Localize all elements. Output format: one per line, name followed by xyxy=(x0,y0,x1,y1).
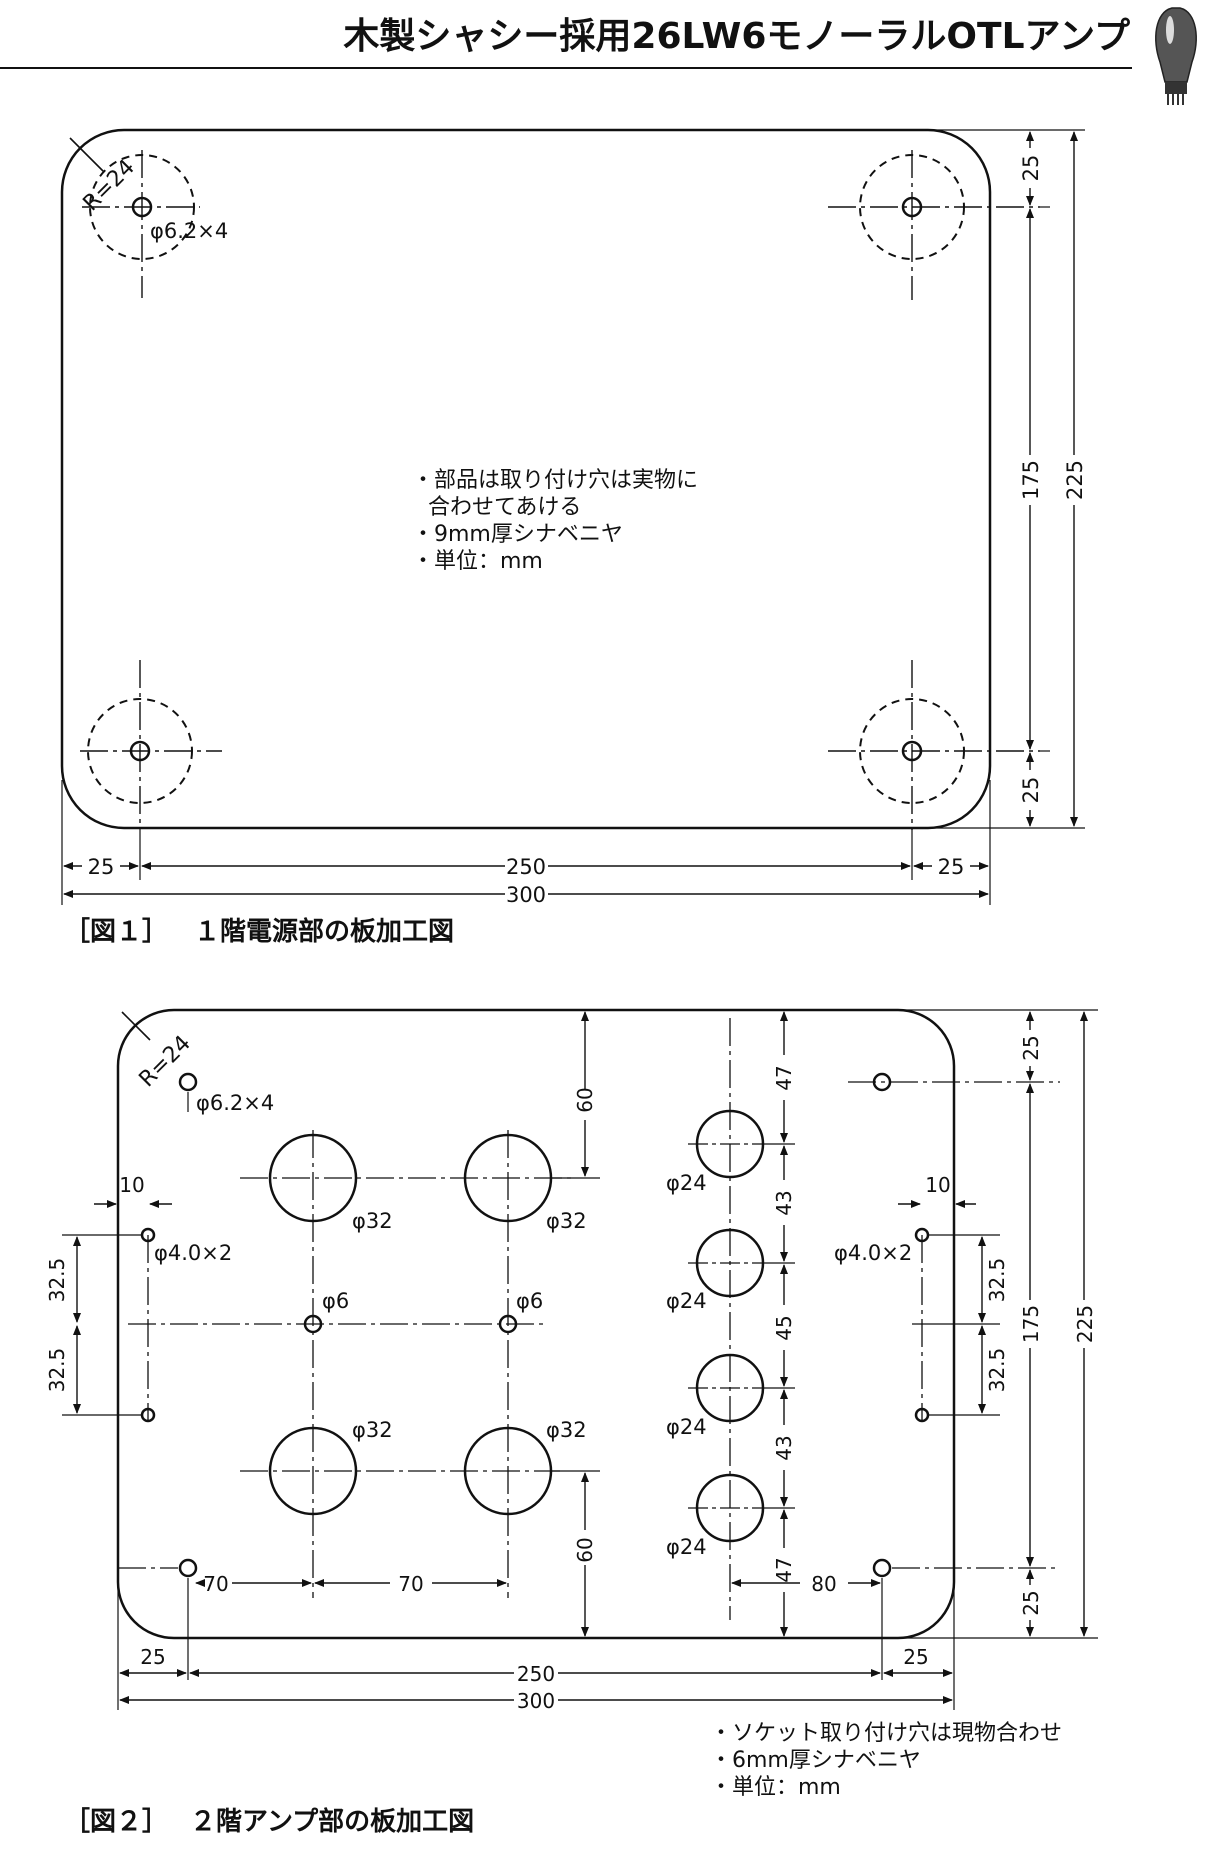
fig2-note-line: ・ソケット取り付け穴は現物合わせ xyxy=(710,1721,1062,1746)
fig2-dim-col-left: 70 xyxy=(203,1572,228,1596)
fig1-dim-bottom: 25 xyxy=(1019,777,1043,804)
fig2-dim-middle: 250 xyxy=(517,1662,555,1686)
page-header: 木製シャシー採用26LW6モノーラルOTLアンプ xyxy=(0,7,1197,105)
fig2-dim-edge-right: 10 xyxy=(925,1173,950,1197)
fig2-dim-pitch-right: 32.5 xyxy=(985,1348,1009,1393)
fig2-hole-32-label: φ32 xyxy=(352,1418,393,1442)
fig2-caption: ２階アンプ部の板加工図 xyxy=(190,1807,474,1837)
fig1-dim-total-v: 225 xyxy=(1063,460,1087,500)
fig1-dim-total: 300 xyxy=(506,883,546,907)
fig2-dim-top: 25 xyxy=(1019,1035,1043,1060)
fig2-dim-socket: 47 xyxy=(772,1065,796,1090)
fig2-notes: ・ソケット取り付け穴は現物合わせ ・6mm厚シナベニヤ ・単位：mm xyxy=(710,1721,1062,1800)
fig1-dim-top: 25 xyxy=(1019,155,1043,182)
fig1-horizontal-dimensions: 25 250 25 300 xyxy=(61,780,991,907)
fig2-center-holes: φ6 φ6 xyxy=(303,1289,543,1334)
fig2-radius-label: R=24 xyxy=(135,1031,196,1092)
figure-2: φ32 φ32 φ32 φ32 φ6 φ6 φ24 φ24 φ24 φ24 xyxy=(45,1008,1098,1837)
fig2-center-lines xyxy=(128,1018,923,1620)
fig2-socket-dimensions: 47 43 45 43 47 xyxy=(772,1011,796,1637)
fig2-edge-holes: φ4.0×2 φ4.0×2 xyxy=(140,1227,930,1423)
fig2-mount-hole xyxy=(872,1558,892,1578)
fig2-dim-bottom: 25 xyxy=(1019,1590,1043,1615)
fig1-mount-hole xyxy=(828,660,1040,830)
fig2-socket-label: φ24 xyxy=(666,1415,707,1439)
figure-1: R=24 φ6.2×4 ・部品は取り付け穴は実物に 合わせてあける ・9mm厚シ… xyxy=(60,128,1087,947)
fig2-note-line: ・6mm厚シナベニヤ xyxy=(710,1748,921,1773)
fig2-radius-leader xyxy=(121,1011,151,1041)
fig2-hole-label: φ6.2×4 xyxy=(196,1091,274,1115)
fig1-dim-mid-v: 175 xyxy=(1019,460,1043,500)
fig1-dim-right: 25 xyxy=(938,855,965,879)
fig2-dim-total-v: 225 xyxy=(1073,1305,1097,1343)
fig2-dim-col-bottom: 60 xyxy=(573,1537,597,1562)
fig2-hole-32-label: φ32 xyxy=(546,1418,587,1442)
fig2-dim-col-mid: 70 xyxy=(398,1572,423,1596)
fig2-dim-left: 25 xyxy=(140,1645,165,1669)
fig1-caption: １階電源部の板加工図 xyxy=(194,917,454,947)
fig2-dim-pitch-left: 32.5 xyxy=(45,1348,69,1393)
vacuum-tube-icon xyxy=(1155,7,1197,105)
fig2-column-dimensions: 60 60 70 70 80 xyxy=(195,1011,881,1637)
fig2-caption-number: ［図２］ xyxy=(64,1807,168,1837)
fig1-note-line: ・単位：mm xyxy=(412,549,543,574)
fig1-corner-holes xyxy=(80,150,1040,830)
fig2-small-hole-right-label: φ4.0×2 xyxy=(834,1241,912,1265)
fig2-note-line: ・単位：mm xyxy=(710,1775,841,1800)
fig1-mount-hole xyxy=(80,660,222,828)
fig1-vertical-dimensions: 25 175 25 225 xyxy=(925,129,1087,829)
fig2-hole-32-label: φ32 xyxy=(546,1209,587,1233)
fig2-hole-6-label: φ6 xyxy=(516,1289,543,1313)
fig2-edge-dimensions: 10 10 xyxy=(94,1173,976,1208)
fig1-radius-leader xyxy=(69,137,105,173)
fig2-hole-6 xyxy=(498,1314,518,1334)
fig2-dim-pitch-right: 32.5 xyxy=(985,1258,1009,1303)
fig2-pitch-dimensions: 32.5 32.5 32.5 32.5 xyxy=(45,1234,1009,1416)
fig2-dim-total: 300 xyxy=(517,1689,555,1713)
fig2-socket-label: φ24 xyxy=(666,1171,707,1195)
fig2-horizontal-dimensions: 25 250 25 300 xyxy=(117,1580,955,1713)
fig2-dim-pitch-left: 32.5 xyxy=(45,1258,69,1303)
fig2-mount-hole xyxy=(178,1072,198,1092)
fig2-hole-32-label: φ32 xyxy=(352,1209,393,1233)
fig2-dim-right: 25 xyxy=(903,1645,928,1669)
fig2-hole-32 xyxy=(268,1426,358,1516)
fig2-small-hole-left-label: φ4.0×2 xyxy=(154,1241,232,1265)
fig2-dim-edge-left: 10 xyxy=(119,1173,144,1197)
fig2-dim-col-right: 80 xyxy=(811,1572,836,1596)
fig1-note-line: 合わせてあける xyxy=(428,495,581,520)
fig1-mount-hole xyxy=(828,150,1040,300)
fig1-board-outline xyxy=(60,128,992,830)
fig1-mount-hole xyxy=(82,150,200,298)
header-title: 木製シャシー採用26LW6モノーラルOTLアンプ xyxy=(343,16,1130,57)
fig2-mount-hole xyxy=(178,1558,198,1578)
fig2-socket-label: φ24 xyxy=(666,1535,707,1559)
fig1-hole-label: φ6.2×4 xyxy=(150,219,228,243)
fig2-mount-holes xyxy=(118,1072,1060,1680)
fig2-socket-label: φ24 xyxy=(666,1289,707,1313)
fig1-dim-left: 25 xyxy=(88,855,115,879)
fig1-note-line: ・部品は取り付け穴は実物に xyxy=(412,468,698,493)
fig2-dim-mid-v: 175 xyxy=(1019,1305,1043,1343)
fig2-dim-socket: 43 xyxy=(772,1435,796,1460)
fig2-dim-socket: 47 xyxy=(772,1557,796,1582)
fig1-notes: ・部品は取り付け穴は実物に 合わせてあける ・9mm厚シナベニヤ ・単位：mm xyxy=(412,468,698,574)
fig2-dim-socket: 43 xyxy=(772,1190,796,1215)
fig2-socket-holes: φ24 φ24 φ24 φ24 xyxy=(666,1109,772,1559)
fig2-dim-col-top: 60 xyxy=(573,1087,597,1112)
fig1-dim-middle: 250 xyxy=(506,855,546,879)
fig2-hole-6 xyxy=(303,1314,323,1334)
fig2-hole-6-label: φ6 xyxy=(322,1289,349,1313)
fig2-hole-32 xyxy=(268,1133,358,1223)
fig2-vertical-dimensions: 25 175 25 225 xyxy=(900,1009,1098,1639)
fig1-note-line: ・9mm厚シナベニヤ xyxy=(412,522,623,547)
fig2-dim-socket: 45 xyxy=(772,1315,796,1340)
fig1-caption-number: ［図１］ xyxy=(64,917,168,947)
